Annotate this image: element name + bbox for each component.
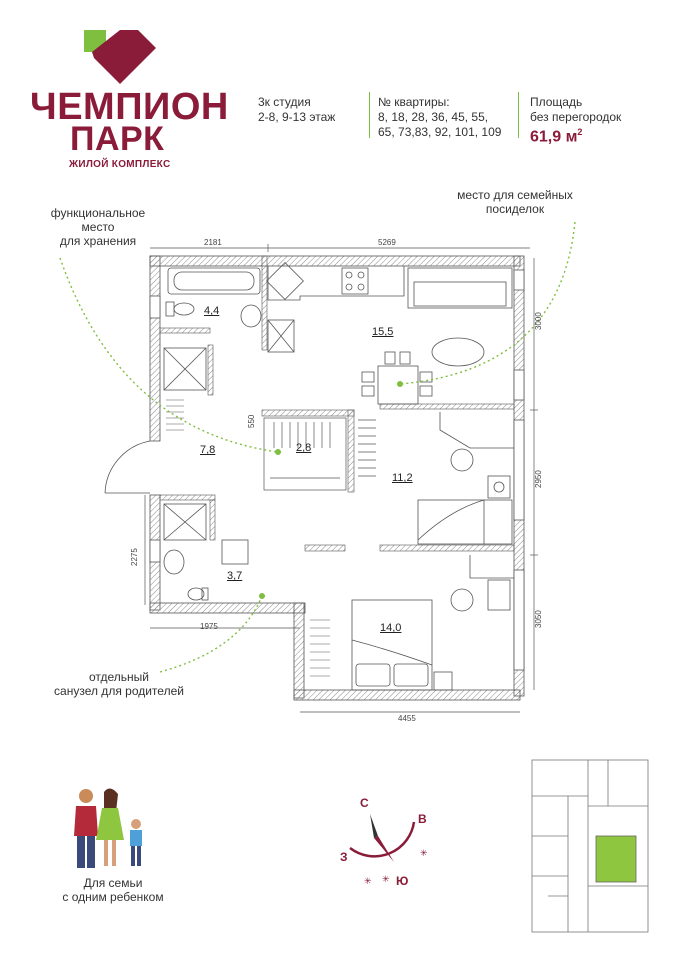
room-area-room2: 11,2 [392,472,413,484]
info-divider-2 [518,92,519,138]
sink2-icon [163,549,185,575]
sofa-icon [407,267,513,309]
shower2-icon [163,503,207,541]
callout-family-line1: место для семейных [457,188,573,202]
callout-bath-line1: отдельный [89,670,149,684]
apartment-type-block: 3к студия 2-8, 9-13 этаж [258,95,335,125]
callout-storage-line1: функциональное [50,206,146,220]
dim-top-right: 5269 [378,238,396,247]
brand-subtitle: ЖИЛОЙ КОМПЛЕКС [69,159,171,170]
windows [149,269,525,671]
floor-keyplan-icon [531,759,649,933]
apartment-numbers-label: № квартиры: [378,95,450,109]
apartment-numbers-line1: 8, 18, 28, 36, 45, 55, [378,110,489,124]
callout-bath: отдельный санузел для родителей [44,670,194,698]
desk-chair2-icon [450,555,514,612]
toilet-icon [165,301,195,317]
room-area-bath1: 4,4 [204,305,220,317]
room-area-bedroom: 14,0 [380,622,402,634]
compass-west: З [340,850,348,864]
dim-top-left: 2181 [204,238,222,247]
callout-storage-line3: для хранения [59,234,137,248]
bed-double-icon [351,599,453,691]
storage-shelves [263,417,376,491]
dim-bottom-left: 1975 [200,622,218,631]
area-label-line2: без перегородок [530,110,622,124]
dim-storage-depth: 550 [247,414,256,428]
callout-family: место для семейных посиделок [440,188,590,216]
compass-south: Ю [396,874,409,888]
dim-right-top: 3000 [534,312,543,330]
compass-sun-icon: ✳ [382,874,390,884]
desk-chair-icon [439,412,514,499]
wardrobe-icon [310,619,330,677]
callout-family-line2: посиделок [485,202,545,216]
brand-name-line1: ЧЕМПИОН [30,86,229,128]
area-label-line1: Площадь [530,95,583,109]
family-caption: Для семьи с одним ребенком [50,876,176,904]
family-line2: с одним ребенком [62,890,164,904]
info-divider-1 [369,92,370,138]
interior-walls [159,255,515,552]
dim-left-bottom: 2275 [130,548,139,566]
callout-bath-line2: санузел для родителей [54,684,184,698]
callout-storage: функциональное место для хранения [28,206,168,248]
logo-mark-icon [84,30,156,84]
area-value: 61,9 м2 [530,127,583,146]
callout-leaders [59,221,576,673]
compass-north: С [360,796,369,810]
brand-name-line2: ПАРК [70,120,165,158]
room-area-storage: 2,8 [296,442,312,454]
room-area-hall: 7,8 [200,444,216,456]
washer-icon [221,539,249,565]
callout-storage-line2: место [81,220,115,234]
bed-single-icon [417,499,513,545]
apartment-floors: 2-8, 9-13 этаж [258,110,336,124]
dining-table-icon [361,337,485,405]
kitchen-counter [266,262,405,353]
area-block: Площадь без перегородок 61,9 м2 [530,95,622,146]
sink-icon [240,304,262,328]
apartment-type: 3к студия [258,95,311,109]
family-line1: Для семьи [83,876,143,890]
toilet2-icon [187,587,209,601]
compass-sun3-icon: ✳ [420,848,428,858]
floor-plan [59,221,576,713]
compass-icon: ✳ ✳ ✳ [349,814,428,886]
apartment-numbers-line2: 65, 73,83, 92, 101, 109 [378,125,502,139]
family-icon [74,788,142,868]
shower-icon [163,347,207,391]
apartment-numbers-block: № квартиры: 8, 18, 28, 36, 45, 55, 65, 7… [378,95,501,140]
callout-dots [259,381,403,599]
compass-sun2-icon: ✳ [364,876,372,886]
room-area-kitchen-living: 15,5 [372,326,394,338]
bathtub-icon [167,267,261,295]
shelves-icon [166,399,184,431]
dim-right-bottom: 3050 [534,610,543,628]
room-area-bath2: 3,7 [227,570,243,582]
entrance-door-icon [104,440,151,494]
dim-right-mid: 2950 [534,470,543,488]
dimension-lines [144,244,538,713]
dim-bottom-right: 4455 [398,714,416,723]
compass-east: В [418,812,427,826]
